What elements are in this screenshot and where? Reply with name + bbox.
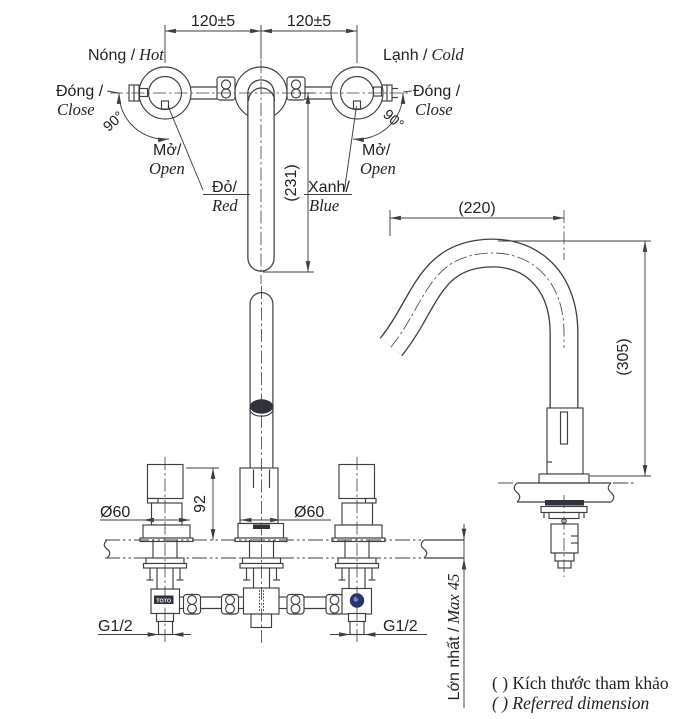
under-counter: TOTO <box>142 540 380 636</box>
legend-note-vi: ( ) Kích thước tham khảo <box>492 673 669 693</box>
blue-label: Xanh/ <box>308 179 350 196</box>
thread-left-label: G1/2 <box>98 618 133 635</box>
front-view: TOTO Ø60 <box>98 286 467 708</box>
rotation-arc-right <box>352 92 406 143</box>
blue-leader <box>344 105 357 191</box>
angle-right-label: 90° <box>379 107 406 134</box>
legend: ( ) Kích thước tham khảo ( ) Referred di… <box>492 673 669 713</box>
close-left-label: Đóng / <box>56 83 104 100</box>
counter-front <box>103 539 464 559</box>
max-counter-label: Lớn nhất /Max 45 <box>444 574 463 701</box>
dim-counter-thickness: Lớn nhất /Max 45 <box>444 524 467 708</box>
dim-305-label: (305) <box>615 338 632 375</box>
open-left-label: Mở/ <box>153 142 182 159</box>
close-right-label: Đóng / <box>413 83 461 100</box>
open-right-label: Mở/ <box>362 142 391 159</box>
dim-spout-projection: (231) <box>263 92 314 273</box>
hot-label: Nóng /Hot <box>88 45 164 64</box>
close-left-en: Close <box>57 100 95 119</box>
open-right-en: Open <box>360 159 396 178</box>
dim-120-left-label: 120±5 <box>191 13 235 30</box>
counter-section <box>498 482 634 503</box>
dim-handle-diameter: Ø60 <box>100 504 190 523</box>
side-view: (220) (305) <box>379 200 651 577</box>
close-right-en: Close <box>415 100 453 119</box>
dim-231-label: (231) <box>283 164 300 201</box>
legend-note-en: ( ) Referred dimension <box>492 693 650 713</box>
dim-spout-diameter: Ø60 <box>240 504 331 523</box>
brand-label: TOTO <box>156 598 171 604</box>
red-leader <box>167 105 204 191</box>
spout-escutcheon <box>234 467 288 543</box>
dim-body-height: 92 <box>186 467 219 540</box>
dim-spacing: 120±5 120±5 <box>164 13 358 63</box>
blue-en: Blue <box>309 196 339 215</box>
dim-height: (305) <box>498 240 651 477</box>
dim-120-right-label: 120±5 <box>287 13 331 30</box>
dim-reach: (220) <box>389 200 564 236</box>
dim-thread-left: G1/2 <box>98 618 191 637</box>
dim-dia60-left-label: Ø60 <box>100 504 130 521</box>
red-label: Đỏ/ <box>212 179 237 196</box>
top-view: 120±5 120±5 (231) Nóng /Hot Lạnh /Cold Đ… <box>56 13 464 284</box>
thread-right-label: G1/2 <box>383 618 418 635</box>
dim-92-label: 92 <box>192 495 209 513</box>
open-left-en: Open <box>149 159 185 178</box>
rotation-arc-left <box>116 92 170 143</box>
brand-plate <box>154 595 174 604</box>
dim-thread-right: G1/2 <box>330 618 427 637</box>
cold-handle-front <box>331 463 386 543</box>
hot-inlet-nipple <box>157 620 174 636</box>
cold-label: Lạnh /Cold <box>383 45 464 64</box>
dim-220-label: (220) <box>458 200 495 217</box>
spout-flange <box>538 473 590 484</box>
dim-dia60-center-label: Ø60 <box>294 504 324 521</box>
spout-shank <box>540 500 588 569</box>
cold-indicator-highlight <box>353 596 359 602</box>
red-en: Red <box>211 196 238 215</box>
hot-handle-front <box>139 463 194 543</box>
